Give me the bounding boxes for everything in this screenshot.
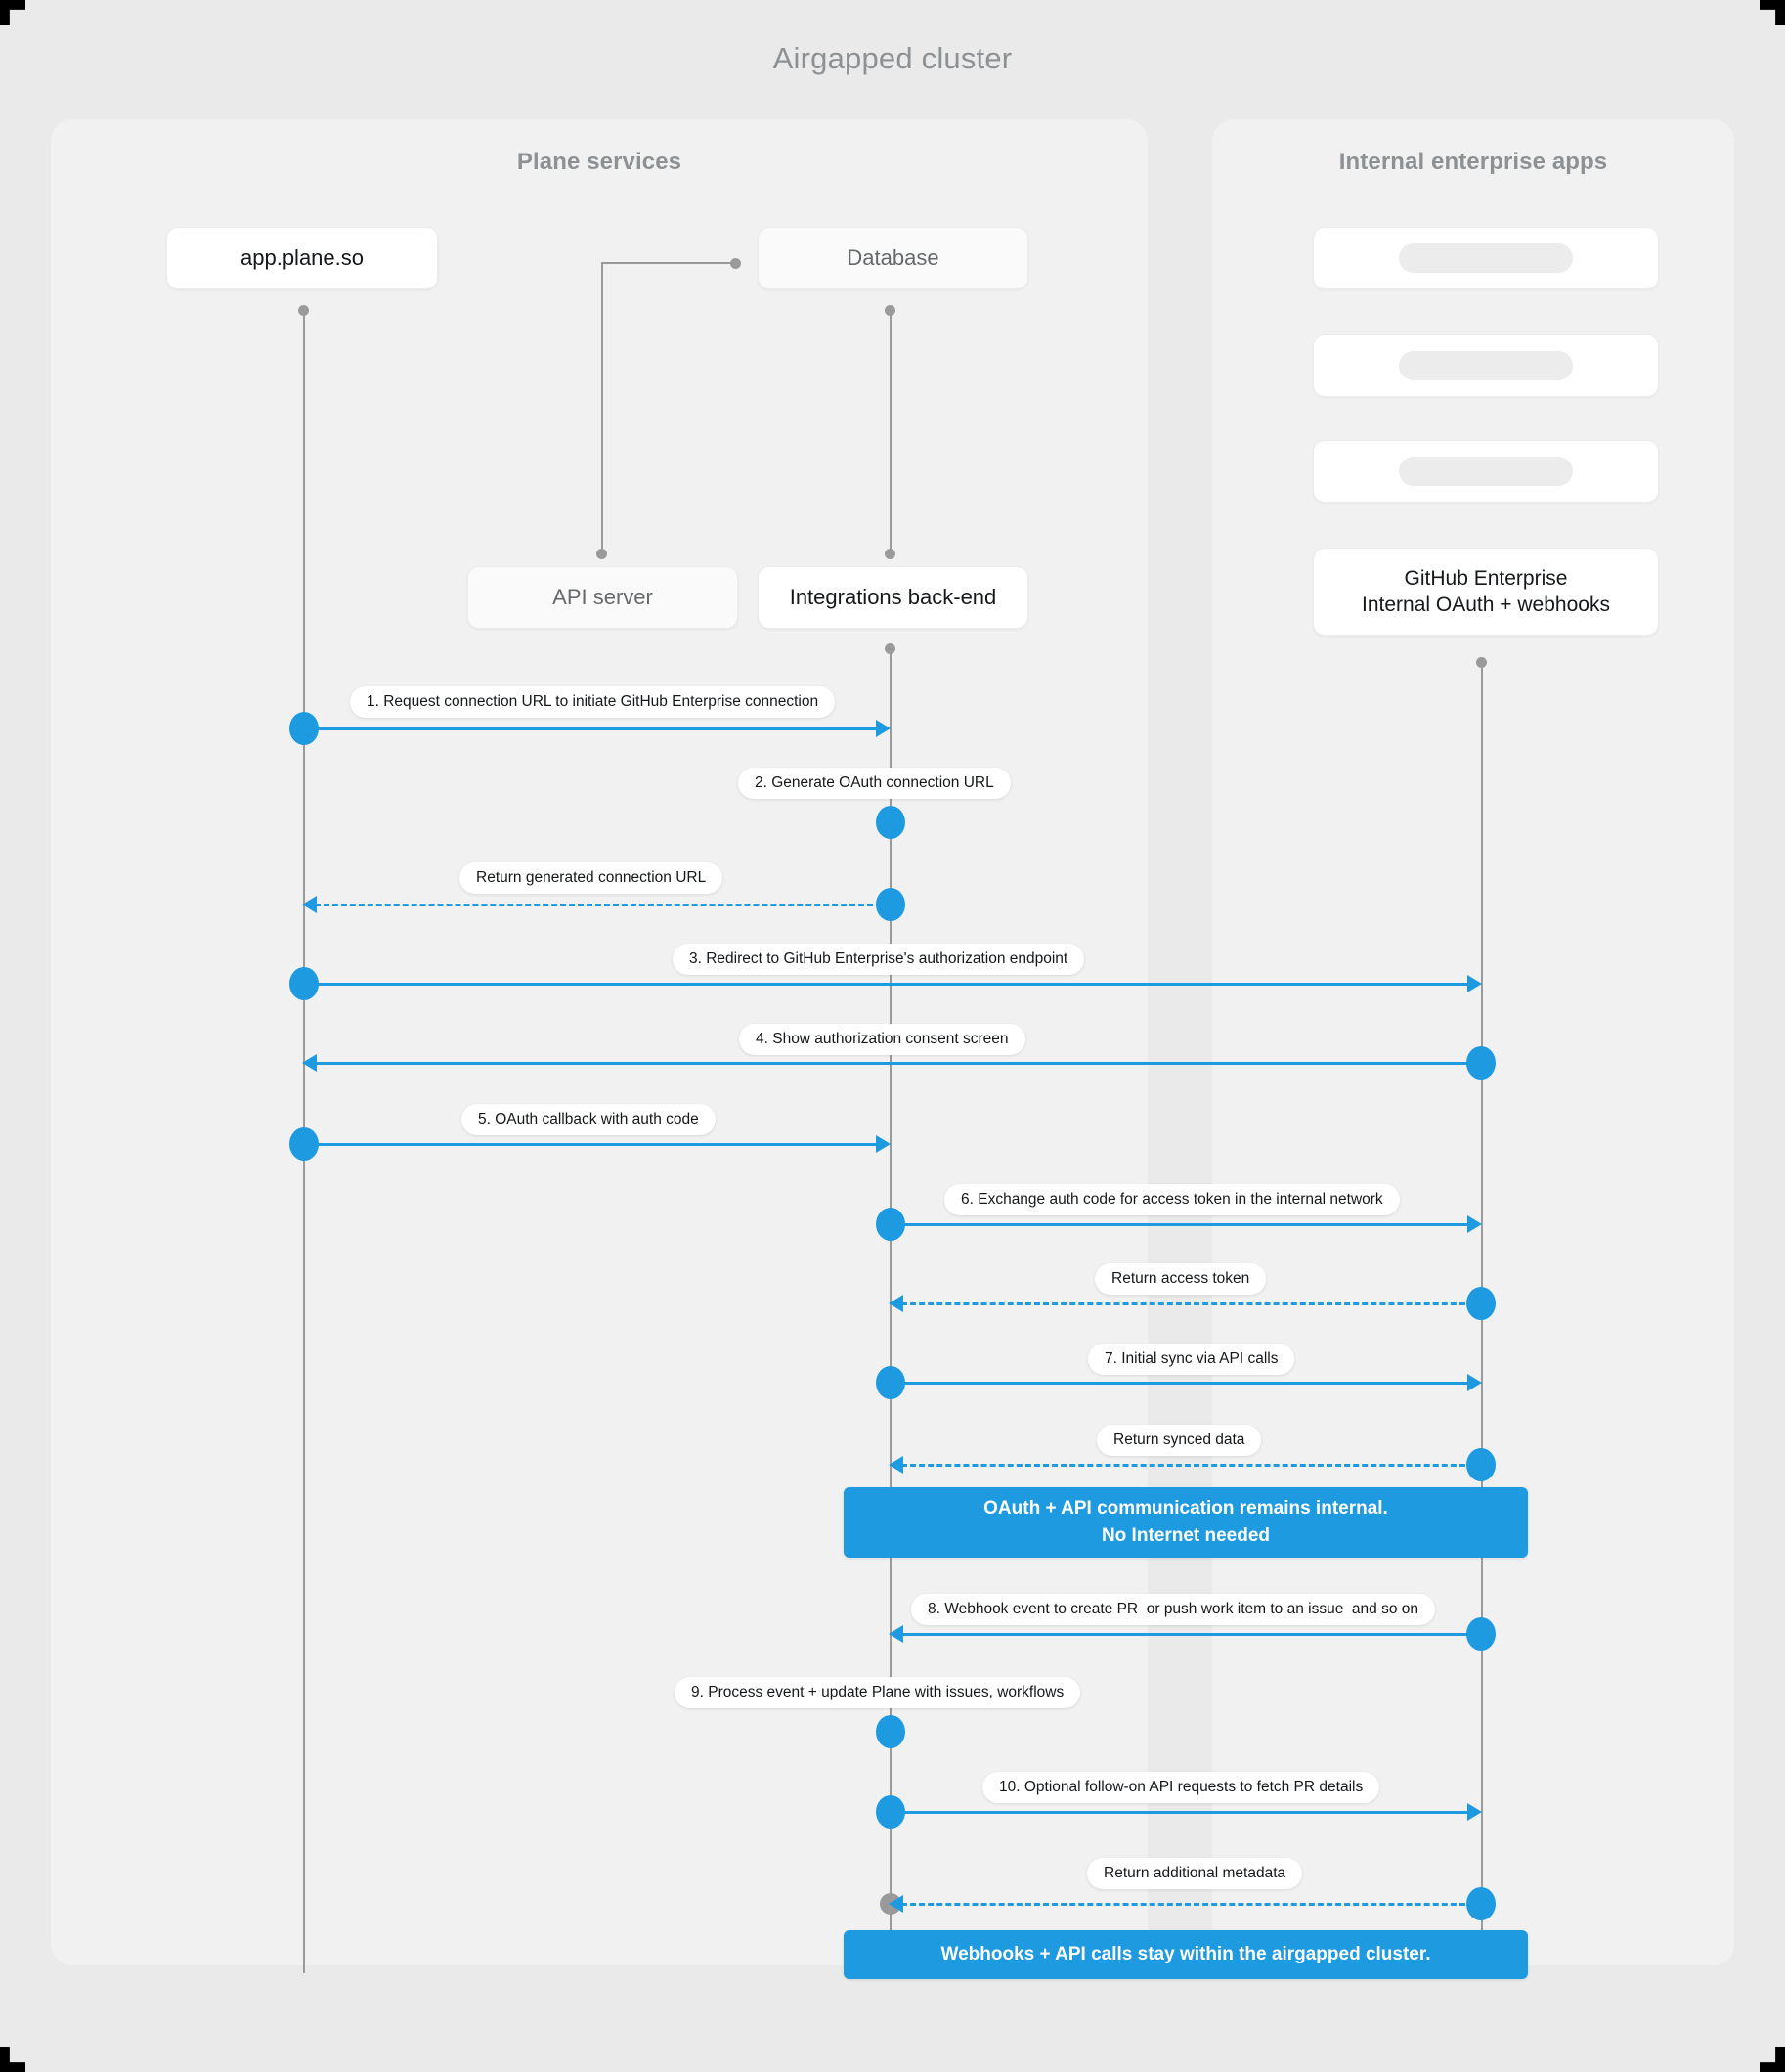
message-label-8: Return access token [1095, 1263, 1267, 1295]
connector-elbow-horizontal [601, 262, 735, 264]
note-oauth-internal-line2: No Internet needed [1101, 1525, 1271, 1546]
node-database[interactable]: Database [758, 227, 1028, 289]
node-app-plane-so[interactable]: app.plane.so [166, 227, 438, 289]
crop-mark-bottom-right [1760, 2047, 1785, 2072]
message-label-11: 8. Webhook event to create PR or push wo… [911, 1594, 1436, 1625]
placeholder-pill-icon [1399, 351, 1573, 380]
message-arrow-11 [889, 1625, 903, 1643]
message-line-5 [315, 1062, 1474, 1065]
placeholder-app-2 [1313, 334, 1659, 397]
message-arrow-4 [1467, 975, 1482, 992]
activation-dot-integrations-2 [876, 806, 905, 839]
message-arrow-13 [1467, 1803, 1482, 1821]
placeholder-pill-icon [1399, 457, 1573, 486]
message-label-9: 7. Initial sync via API calls [1088, 1344, 1295, 1375]
message-line-3 [315, 904, 882, 906]
api-server-top-dot [596, 549, 607, 559]
message-arrow-9 [1467, 1374, 1482, 1391]
message-label-14: Return additional metadata [1087, 1858, 1303, 1889]
panel-internal-enterprise-apps: Internal enterprise apps [1212, 119, 1734, 1965]
message-arrow-14 [889, 1895, 903, 1913]
message-label-3: Return generated connection URL [459, 862, 723, 894]
message-line-4 [304, 983, 1470, 986]
lifeline-dot-integrations [885, 643, 895, 654]
message-arrow-6 [876, 1135, 891, 1153]
placeholder-pill-icon [1399, 243, 1573, 273]
message-label-13: 10. Optional follow-on API requests to f… [982, 1772, 1380, 1803]
panel-plane-services-title: Plane services [516, 149, 682, 175]
page-title: Airgapped cluster [772, 41, 1013, 75]
message-label-1: 1. Request connection URL to initiate Gi… [350, 686, 836, 718]
message-label-6: 5. OAuth callback with auth code [461, 1104, 716, 1135]
lifeline-database [890, 311, 892, 555]
note-oauth-internal: OAuth + API communication remains intern… [844, 1487, 1528, 1558]
activation-dot-integrations-12 [876, 1715, 905, 1748]
message-line-8 [901, 1302, 1474, 1305]
node-api-server[interactable]: API server [467, 566, 738, 629]
message-line-10 [901, 1464, 1474, 1467]
message-label-4: 3. Redirect to GitHub Enterprise's autho… [673, 944, 1085, 975]
message-line-6 [304, 1143, 879, 1146]
message-line-11 [901, 1633, 1474, 1636]
note-airgapped-cluster: Webhooks + API calls stay within the air… [844, 1930, 1528, 1979]
message-label-5: 4. Show authorization consent screen [739, 1024, 1025, 1055]
lifeline-dot-github-enterprise [1476, 657, 1487, 668]
crop-mark-top-left [0, 0, 25, 25]
connector-elbow-vertical [601, 262, 603, 553]
message-label-10: Return synced data [1097, 1425, 1262, 1456]
message-arrow-7 [1467, 1215, 1482, 1233]
message-line-9 [891, 1382, 1470, 1385]
message-arrow-8 [889, 1295, 903, 1312]
crop-mark-bottom-left [0, 2047, 25, 2072]
lifeline-dot-database [885, 305, 895, 316]
node-app-plane-so-label: app.plane.so [240, 244, 364, 270]
message-label-2: 2. Generate OAuth connection URL [738, 768, 1011, 799]
node-integrations-backend[interactable]: Integrations back-end [758, 566, 1028, 629]
lifeline-dot-database-bottom [885, 549, 895, 559]
message-arrow-3 [302, 896, 317, 913]
message-label-12: 9. Process event + update Plane with iss… [675, 1677, 1081, 1708]
placeholder-app-3 [1313, 440, 1659, 503]
panel-internal-enterprise-apps-title: Internal enterprise apps [1338, 149, 1608, 175]
connector-endpoint-dot [730, 258, 741, 269]
message-line-14 [901, 1903, 1474, 1906]
node-github-enterprise-line2: Internal OAuth + webhooks [1362, 594, 1610, 616]
node-api-server-label: API server [552, 584, 653, 609]
node-github-enterprise[interactable]: GitHub Enterprise Internal OAuth + webho… [1313, 548, 1659, 636]
message-arrow-1 [876, 720, 891, 737]
message-label-7: 6. Exchange auth code for access token i… [944, 1184, 1400, 1215]
message-line-7 [891, 1223, 1470, 1226]
node-integrations-backend-label: Integrations back-end [789, 584, 997, 609]
lifeline-dot-app-plane-so [298, 305, 309, 316]
message-line-1 [304, 727, 879, 730]
note-airgapped-cluster-label: Webhooks + API calls stay within the air… [940, 1944, 1431, 1965]
message-arrow-10 [889, 1456, 903, 1474]
placeholder-app-1 [1313, 227, 1659, 289]
note-oauth-internal-line1: OAuth + API communication remains intern… [983, 1498, 1388, 1520]
node-database-label: Database [847, 244, 939, 270]
node-github-enterprise-line1: GitHub Enterprise [1404, 566, 1568, 590]
crop-mark-top-right [1760, 0, 1785, 25]
message-arrow-5 [302, 1054, 317, 1072]
message-line-13 [891, 1811, 1470, 1814]
